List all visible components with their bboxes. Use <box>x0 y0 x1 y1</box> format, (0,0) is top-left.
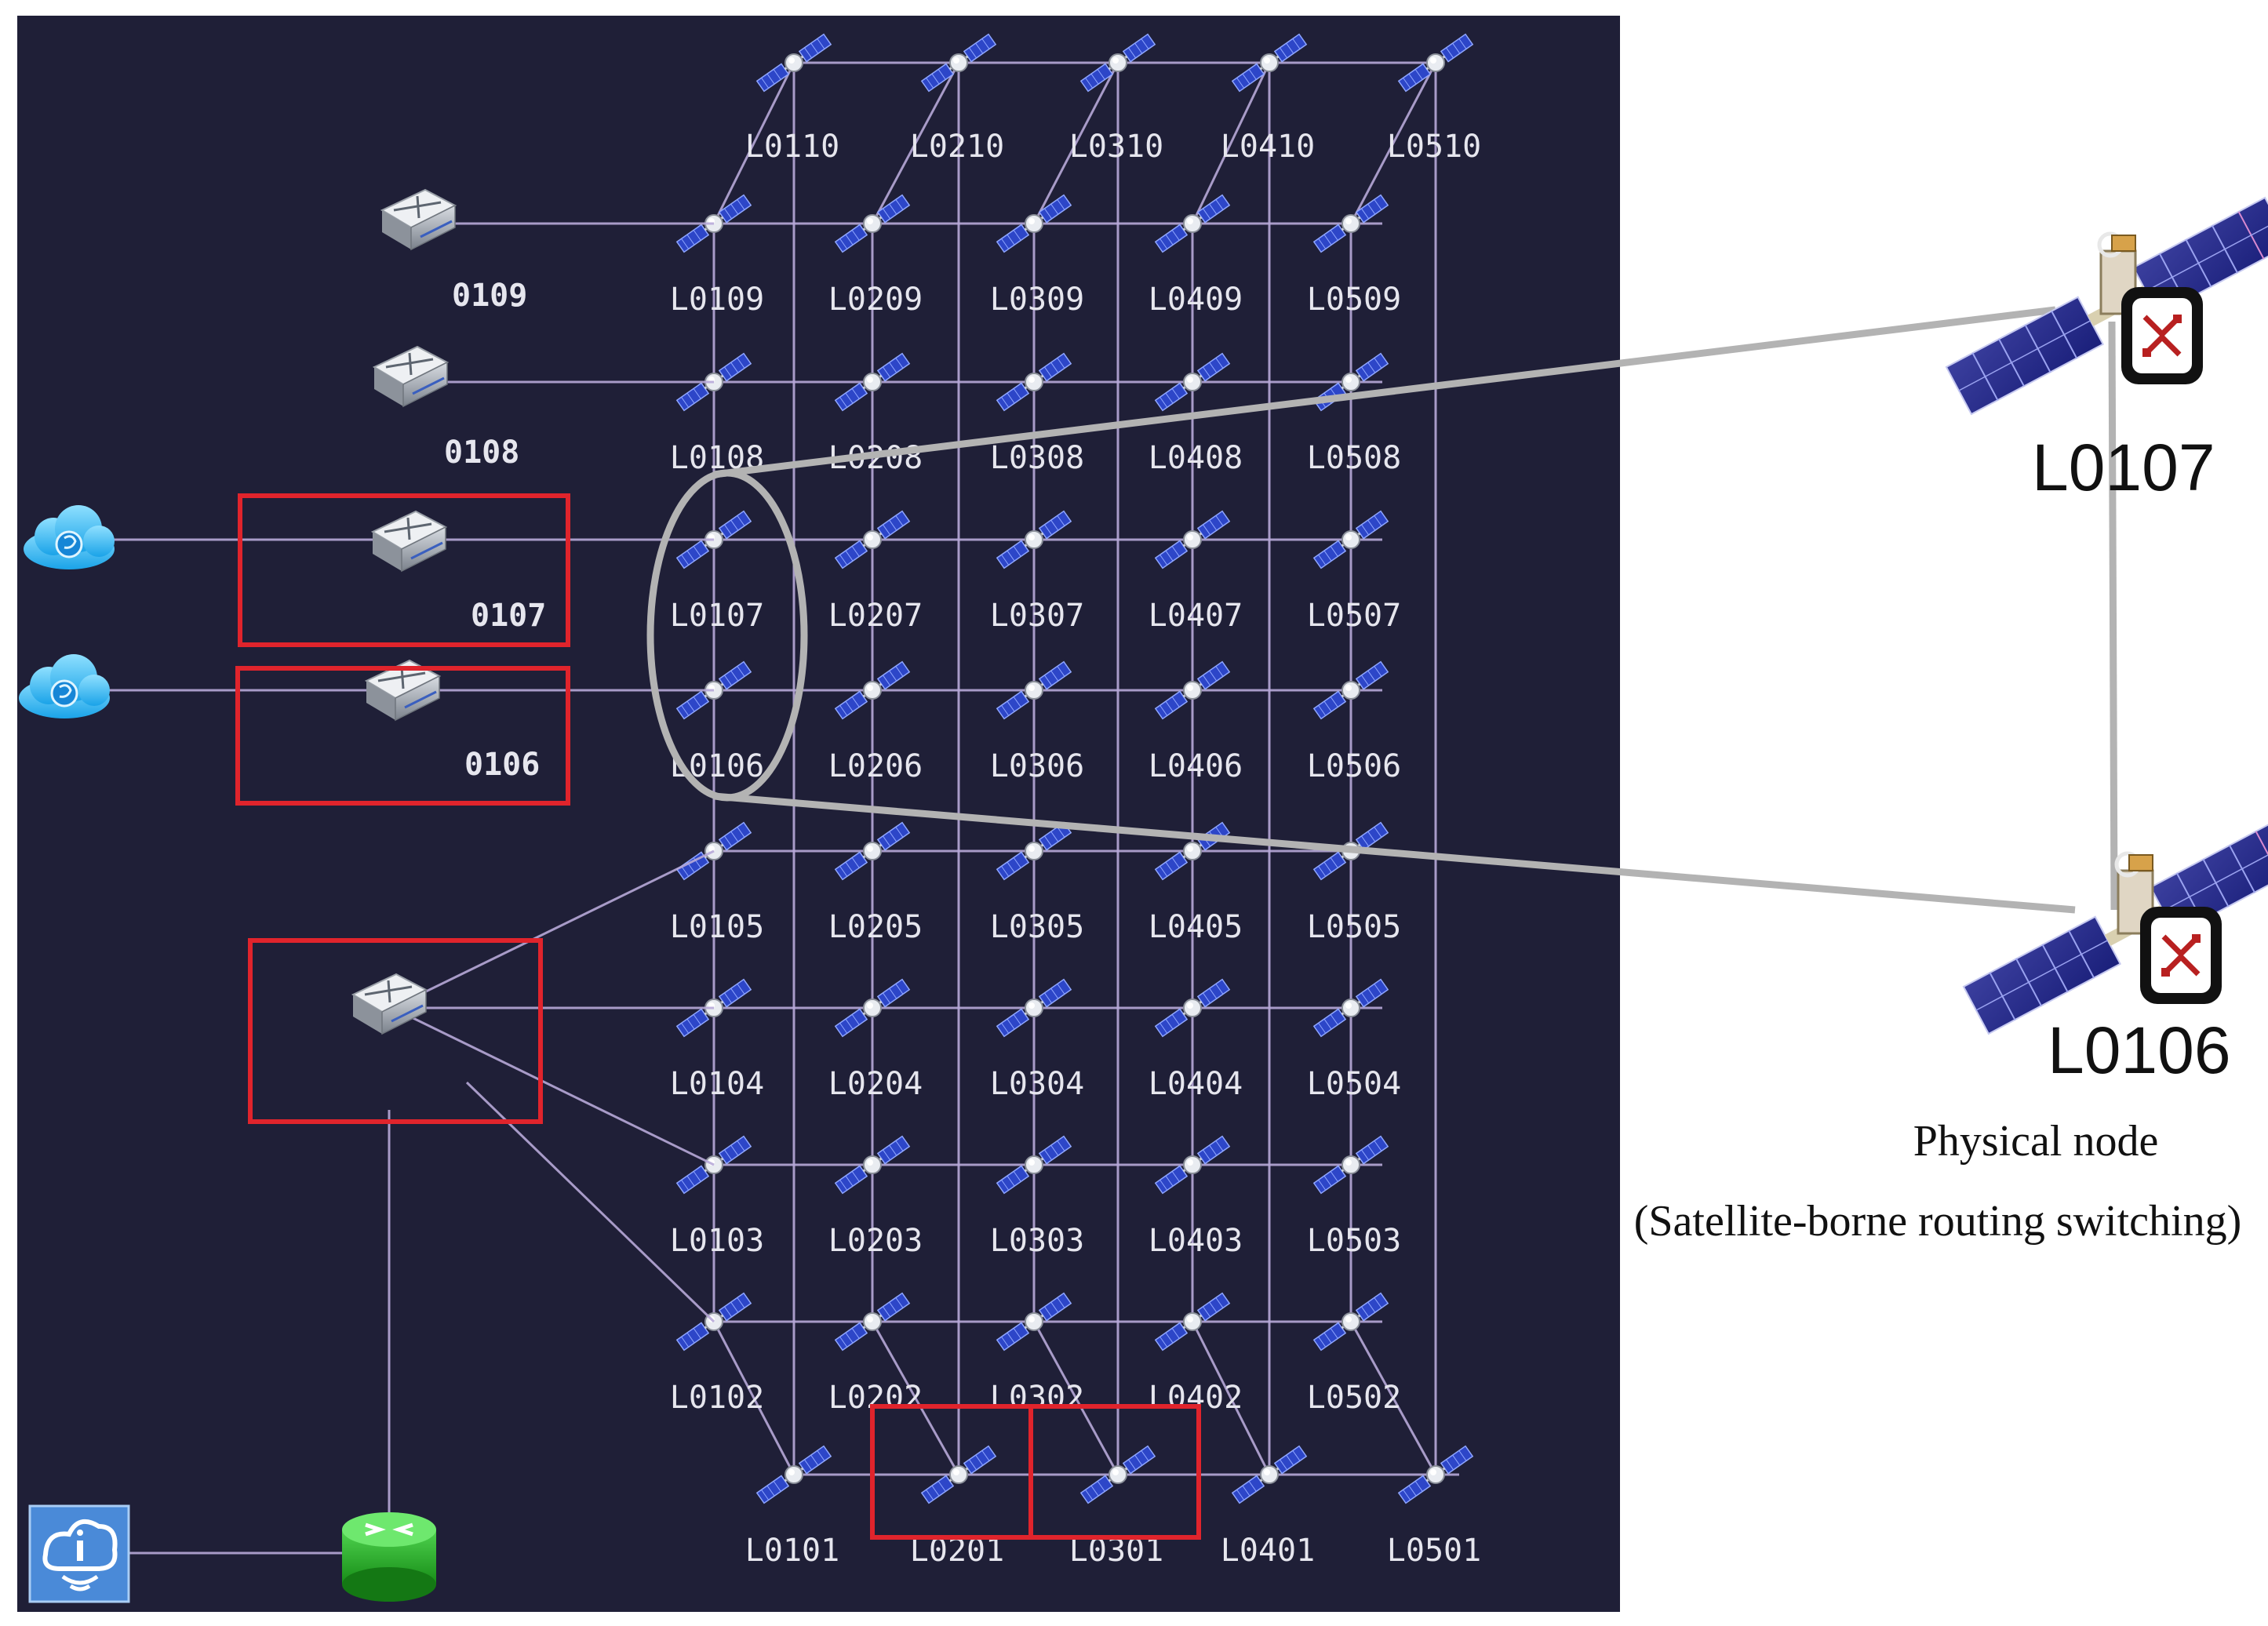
isl-link <box>871 62 960 224</box>
satellite-label: L0308 <box>990 440 1084 476</box>
gateway-label: 0108 <box>444 435 519 471</box>
satellite-label: L0205 <box>828 909 923 945</box>
info-cloud-icon <box>28 1504 130 1603</box>
detail-label-bottom: L0106 <box>2048 1013 2231 1087</box>
satellite-label: L0407 <box>1149 598 1243 634</box>
satellite-label: L0202 <box>828 1380 923 1416</box>
gateway-label: 0109 <box>452 278 527 314</box>
satellite-label: L0101 <box>745 1533 839 1569</box>
zoom-callout <box>646 306 2118 914</box>
isl-link <box>1349 62 1437 224</box>
satellite-label: L0304 <box>990 1066 1084 1102</box>
satellite-label: L0207 <box>828 598 923 634</box>
satellite-label: L0406 <box>1149 748 1243 784</box>
satellite-label: L0501 <box>1387 1533 1481 1569</box>
satellite-label: L0402 <box>1149 1380 1243 1416</box>
satellite-label: L0504 <box>1307 1066 1401 1102</box>
highlight-boxes <box>235 493 1201 1540</box>
satellite-label: L0104 <box>670 1066 764 1102</box>
physical-node-detail: L0107 L0106 Physical node (Satellite-bor… <box>1634 198 2268 1246</box>
satellite-label: L0403 <box>1149 1223 1243 1259</box>
satellite-label: L0506 <box>1307 748 1401 784</box>
gateway-label: 0106 <box>464 747 540 783</box>
isl-link <box>1032 1321 1119 1475</box>
isl-link <box>712 62 795 224</box>
simulation-panel <box>17 16 1620 1612</box>
satellite-label: L0404 <box>1149 1066 1243 1102</box>
satellite-label: L0107 <box>670 598 764 634</box>
satellite-label: L0306 <box>990 748 1084 784</box>
router-icon <box>342 1512 436 1602</box>
isl-link <box>712 1321 795 1475</box>
caption-routing-switching: (Satellite-borne routing switching) <box>1634 1197 2241 1246</box>
routing-switch-icon <box>2140 907 2222 1004</box>
isl-link <box>1191 1321 1271 1475</box>
satellite-label: L0505 <box>1307 909 1401 945</box>
satellite-label: L0405 <box>1149 909 1243 945</box>
satellite-label: L0508 <box>1307 440 1401 476</box>
satellite-icon <box>1946 198 2268 414</box>
isl-link <box>1349 1321 1437 1475</box>
satellite-label: L0410 <box>1221 129 1315 165</box>
satellite-label: L0502 <box>1307 1380 1401 1416</box>
satellite-label: L0309 <box>990 282 1084 318</box>
satellite-label: L0204 <box>828 1066 923 1102</box>
satellite-label: L0103 <box>670 1223 764 1259</box>
satellite-label: L0302 <box>990 1380 1084 1416</box>
detail-label-top: L0107 <box>2032 431 2215 504</box>
gateway-label: 0107 <box>471 598 546 634</box>
satellite-label: L0408 <box>1149 440 1243 476</box>
satellite-label: L0105 <box>670 909 764 945</box>
satellite-label: L0109 <box>670 282 764 318</box>
satellite-label: L0307 <box>990 598 1084 634</box>
satellite-label: L0507 <box>1307 598 1401 634</box>
routing-switch-icon <box>2121 287 2203 384</box>
satellite-label: L0510 <box>1387 129 1481 165</box>
isl-link <box>1191 62 1271 224</box>
satellite-label: L0401 <box>1221 1533 1315 1569</box>
isl-link <box>1032 62 1119 224</box>
satellite-label: L0206 <box>828 748 923 784</box>
satellite-label: L0209 <box>828 282 923 318</box>
caption-physical-node: Physical node <box>1913 1117 2159 1166</box>
isl-link <box>871 1321 960 1475</box>
satellite-label: L0409 <box>1149 282 1243 318</box>
satellite-label: L0305 <box>990 909 1084 945</box>
satellite-label: L0303 <box>990 1223 1084 1259</box>
satellite-label: L0509 <box>1307 282 1401 318</box>
satellite-label: L0203 <box>828 1223 923 1259</box>
satellite-label: L0310 <box>1069 129 1163 165</box>
satellite-label: L0503 <box>1307 1223 1401 1259</box>
satellite-label: L0110 <box>745 129 839 165</box>
satellite-label: L0210 <box>910 129 1004 165</box>
ground-segment: 0109 0108 0107 0106 <box>17 188 715 1603</box>
satellite-label: L0102 <box>670 1380 764 1416</box>
